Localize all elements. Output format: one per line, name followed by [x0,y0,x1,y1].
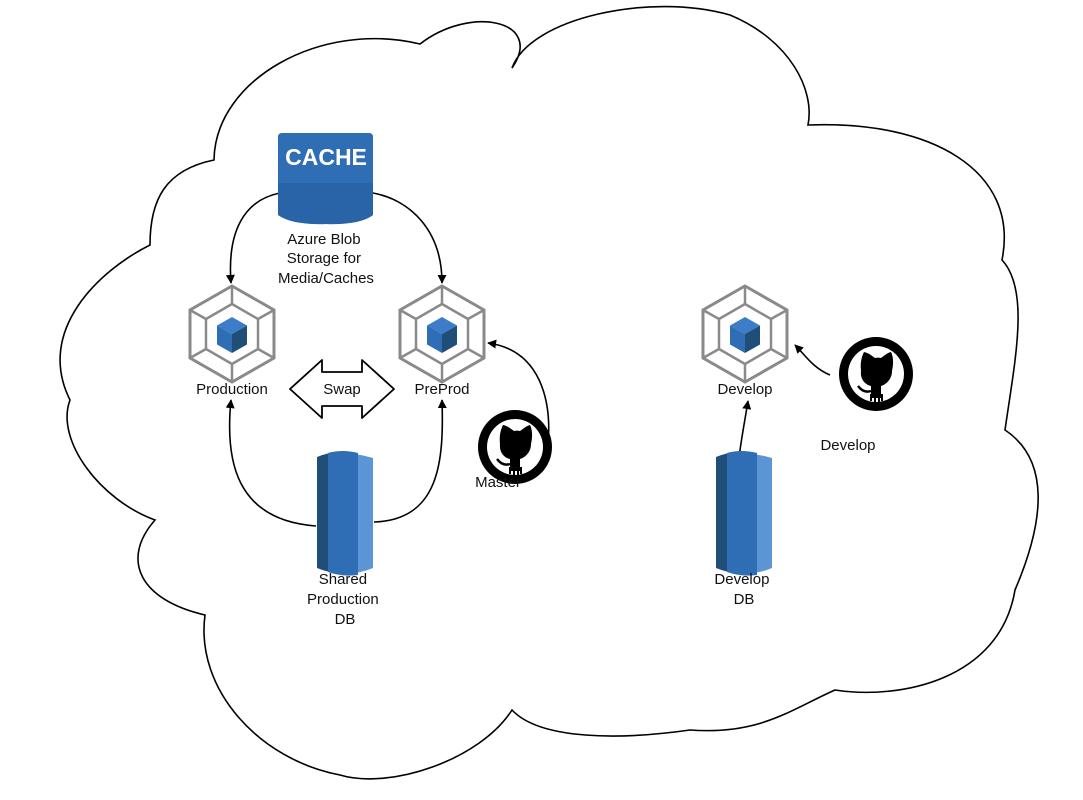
cache-label: Azure Blob Storage for Media/Caches [278,231,374,287]
swap-label: Swap [323,381,361,398]
edge-developrepo-to-develop [794,344,831,376]
github-master-icon [476,408,554,486]
edge-master-to-preprod [487,339,550,446]
edge-shareddb-to-production [225,399,317,527]
shared-db-icon [317,451,373,576]
master-repo-label: Master [475,474,521,491]
edge-cache-to-preprod [372,192,447,284]
shared-db-label: Shared Production DB [307,571,383,628]
edge-cache-to-production [225,192,281,284]
swap-arrow: Swap [289,359,395,419]
develop-app-label: Develop [717,381,772,398]
preprod-label: PreProd [414,381,469,398]
cache-badge-text: CACHE [285,144,367,170]
github-develop-icon [837,335,915,413]
develop-db-icon [716,451,772,576]
edge-shareddb-to-preprod [373,399,447,523]
develop-db-label: Develop DB [714,571,773,608]
azure-cache-icon: CACHE [278,133,373,225]
production-label: Production [196,381,268,398]
develop-repo-label: Develop [820,437,875,454]
